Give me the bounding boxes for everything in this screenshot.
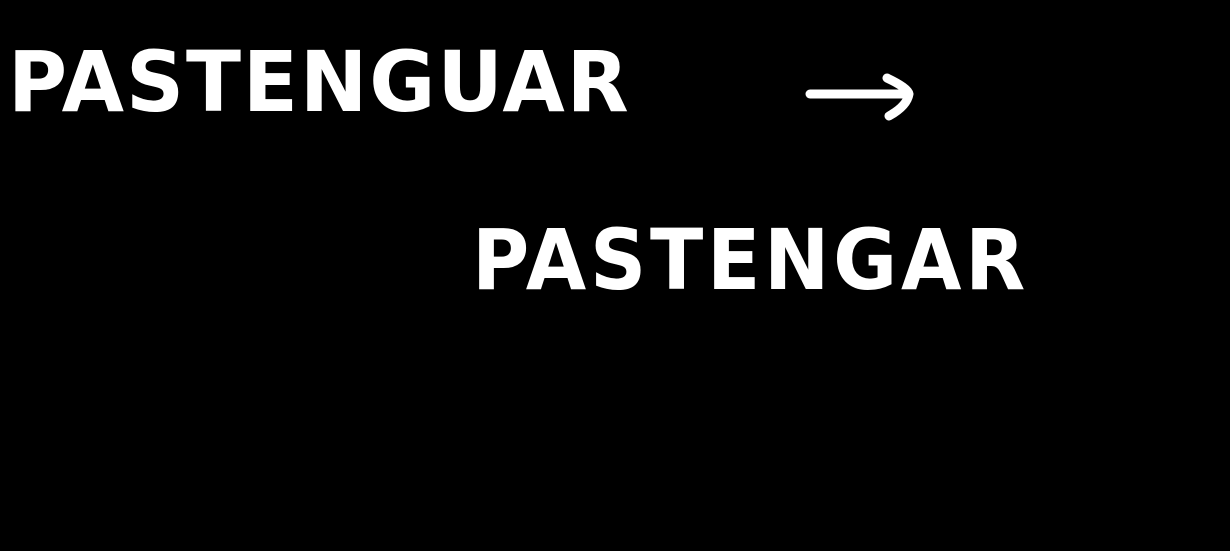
corrected-word: PASTENGAR [472,211,1030,309]
original-word: PASTENGUAR [8,33,631,131]
arrow-icon [805,73,914,121]
